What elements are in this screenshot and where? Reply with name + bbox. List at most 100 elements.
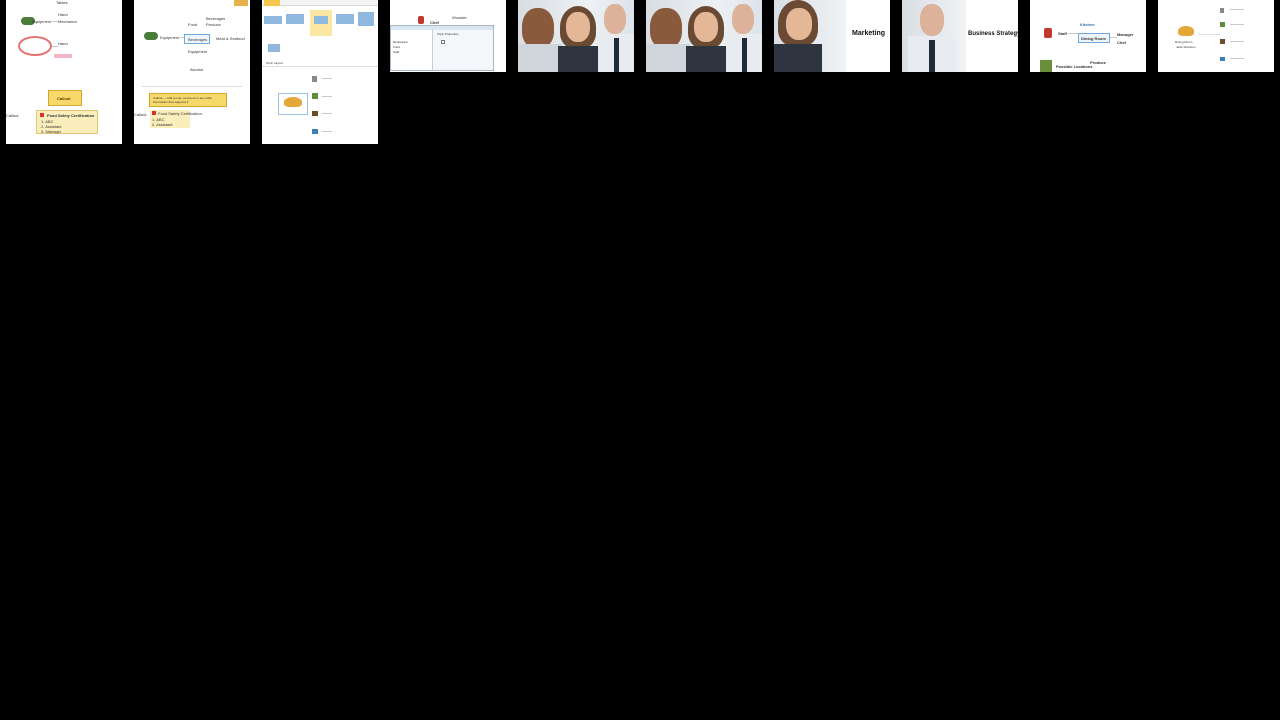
- list-item: 1. ABC: [41, 119, 54, 124]
- selected-node[interactable]: Dining Room: [1078, 33, 1110, 43]
- person-face: [732, 4, 754, 34]
- node-label: Tables: [56, 0, 68, 5]
- layout-option[interactable]: [268, 44, 280, 52]
- person-shirt: [518, 44, 562, 72]
- person-face: [522, 8, 554, 48]
- list-heading: Food Safety Certification: [158, 111, 202, 116]
- layout-grid: [264, 10, 376, 36]
- list-item: 3. Manager: [41, 129, 62, 134]
- thumbnail-business-strategy[interactable]: Business Strategy: [902, 0, 1018, 72]
- left-label: Callout: [6, 113, 19, 118]
- thumbnail-marketing[interactable]: Marketing: [774, 0, 890, 72]
- list-box[interactable]: Food Safety Certification 1. ABC 2. Assi…: [150, 110, 202, 128]
- thumbnail-layout-gallery[interactable]: Topic Layout: [262, 0, 378, 144]
- selected-node[interactable]: Beverages: [184, 34, 210, 44]
- person-shirt: [646, 44, 690, 72]
- callout-label: Callout: [57, 96, 71, 101]
- branch-icon: [312, 111, 318, 116]
- list-box[interactable]: Food Safety Certification 1. ABC 2. Assi…: [36, 110, 98, 134]
- node-label: Wooster: [452, 15, 467, 20]
- tree-item[interactable]: Restaurant: [393, 40, 408, 44]
- branch-icon: [1220, 22, 1225, 27]
- option-checkbox[interactable]: [441, 40, 445, 44]
- node-label: Chef: [1117, 40, 1126, 45]
- list-item: 2. Assistant: [41, 124, 62, 129]
- node-label: Chef: [430, 20, 439, 25]
- node-label: Kitchen: [1080, 22, 1095, 27]
- flag-icon: [40, 113, 44, 117]
- thumbnail-mindmap-dining[interactable]: Staff Kitchen Dining Room Manager Chef P…: [1030, 0, 1146, 72]
- node-label: Beverages: [206, 16, 226, 21]
- tree-item[interactable]: Food: [393, 45, 400, 49]
- callout-box[interactable]: Callout: [48, 90, 82, 106]
- thumbnail-mindmap-callout-2[interactable]: Equipment Food Beverages Produce Beverag…: [134, 0, 250, 144]
- thumbnail-team-photo-1[interactable]: [518, 0, 634, 72]
- node-label: Food: [188, 22, 198, 27]
- thumbnail-team-photo-2[interactable]: [646, 0, 762, 72]
- thumbnail-mindmap-callout-1[interactable]: Tables Hand Mechanics Equipment Hand Cal…: [6, 0, 122, 144]
- person-face: [920, 4, 944, 36]
- highlight-tag: [54, 54, 72, 58]
- tie: [614, 38, 619, 72]
- node-label: Meat & Seafood: [216, 36, 245, 41]
- node-label: Possible Locations: [1056, 64, 1093, 69]
- node-label: Equipment: [32, 19, 52, 24]
- tree-item[interactable]: Staff: [393, 50, 400, 54]
- center-label: Dining Room: [1175, 40, 1193, 44]
- person-jacket: [558, 46, 598, 72]
- dialog-window[interactable]: Restaurant Food Staff Topic Properties: [390, 25, 494, 71]
- highlight-circle: [18, 36, 52, 56]
- food-icon: [1178, 26, 1194, 36]
- person-face: [604, 4, 626, 34]
- thumbnail-mindmap-fan[interactable]: Dining Room Jade Sheraton: [1158, 0, 1274, 72]
- person-jacket: [774, 44, 822, 72]
- ribbon-bar: [262, 0, 378, 6]
- callout-text: Callout — Add a note, comment or any oth…: [153, 96, 213, 104]
- node-label: Mechanics: [58, 19, 78, 24]
- node-label: Staff: [1058, 31, 1067, 36]
- person-face: [694, 12, 718, 42]
- callout-bar[interactable]: Callout — Add a note, comment or any oth…: [149, 93, 227, 107]
- person-face: [650, 8, 682, 48]
- person-jacket: [686, 46, 726, 72]
- list-item: 2. Assistant: [152, 122, 173, 127]
- location-icon: [1040, 60, 1052, 72]
- node-label: Equipment: [188, 49, 208, 54]
- node-label: Dining Room: [1081, 36, 1106, 41]
- node-label: Hand: [58, 12, 68, 17]
- branch-icon: [312, 93, 318, 99]
- person-face: [566, 12, 590, 42]
- branch-icon: [1220, 39, 1225, 44]
- central-topic[interactable]: [278, 93, 308, 115]
- node-label: Produce: [1090, 60, 1107, 65]
- tie: [742, 38, 747, 72]
- list-heading: Food Safety Certification: [47, 113, 95, 118]
- tie: [929, 40, 935, 72]
- ribbon-tab-active[interactable]: [264, 0, 280, 6]
- left-label: Callout: [134, 112, 147, 117]
- branch-icon: [1220, 57, 1225, 61]
- node-label: Beverages: [188, 37, 208, 42]
- corner-thumb: [234, 0, 248, 6]
- dialog-left-pane: Restaurant Food Staff: [391, 30, 433, 70]
- branch-icon: [312, 129, 318, 134]
- flag-icon: [152, 111, 156, 115]
- staff-icon: [1044, 28, 1052, 38]
- equipment-icon: [21, 17, 35, 25]
- thumbnail-app-window[interactable]: Chef Wooster Restaurant Food Staff Topic…: [390, 0, 506, 72]
- center-sub: Jade Sheraton: [1176, 45, 1196, 49]
- branch-icon: [1220, 8, 1224, 13]
- equipment-icon: [144, 32, 158, 40]
- list-item: 1. ABC: [152, 117, 165, 122]
- chef-icon: [418, 16, 424, 24]
- footer-label: Topic Layout: [266, 61, 283, 65]
- node-label: Hand: [58, 41, 68, 46]
- panel-heading: Topic Properties: [437, 32, 459, 36]
- node-label: Equipment: [160, 35, 180, 40]
- food-icon: [284, 97, 302, 107]
- person-face: [786, 8, 812, 40]
- slide-caption: Marketing: [852, 30, 886, 37]
- dialog-titlebar: [391, 26, 493, 30]
- branch-icon: [312, 76, 317, 82]
